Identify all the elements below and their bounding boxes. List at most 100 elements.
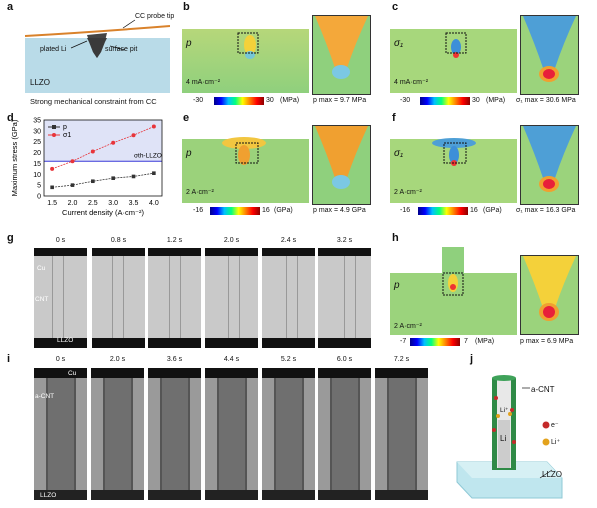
- panel-e-zoom: [312, 125, 371, 205]
- panel-c-zoom: [520, 15, 579, 95]
- y-axis-label: Maximum stress (GPa): [10, 119, 19, 196]
- sym-b: p: [186, 38, 192, 49]
- panel-label-b: b: [183, 1, 190, 13]
- plot-frame: [43, 119, 163, 197]
- panel-label-f: f: [392, 112, 396, 124]
- colorbar-e: [210, 207, 260, 215]
- eminus-label: e⁻: [551, 422, 559, 429]
- peak-b: p max = 9.7 MPa: [313, 97, 367, 104]
- probe-label: CC probe tip: [135, 13, 175, 20]
- unit-b: (MPa): [280, 97, 300, 104]
- cond-f: 2 A·cm⁻²: [394, 189, 422, 196]
- panel-h-zoom: [520, 255, 579, 335]
- sym-f: σ₁: [394, 148, 404, 159]
- time-label-i: 7.2 s: [393, 356, 410, 363]
- panel-label-c: c: [392, 1, 399, 13]
- llzo-label-a: LLZO: [30, 78, 51, 87]
- tem-frame-i: [262, 368, 315, 500]
- tem-frame-i: [34, 368, 87, 500]
- x-tick-label: 2.0: [68, 200, 78, 207]
- llzo-label-g: LLZO: [57, 337, 74, 344]
- cnt-label-g: CNT: [35, 296, 49, 303]
- time-label-i: 0 s: [55, 356, 66, 363]
- cmin-f: -16: [400, 207, 411, 214]
- data-point-sigma1: [151, 124, 156, 129]
- liplus-label: Li⁺: [551, 439, 561, 446]
- peak-c: σ₁ max = 30.6 MPa: [516, 97, 576, 104]
- panel-a-caption: Strong mechanical constraint from CC: [30, 97, 157, 106]
- time-label-g: 2.0 s: [223, 237, 240, 244]
- cond-c: 4 mA·cm⁻²: [394, 79, 429, 86]
- x-tick-label: 2.5: [88, 200, 98, 207]
- y-tick-label: 35: [33, 118, 41, 125]
- panel-c-simulation: [390, 15, 517, 93]
- time-label-i: 3.6 s: [166, 356, 183, 363]
- cu-label-g: Cu: [37, 265, 46, 272]
- data-point-sigma1: [70, 159, 75, 164]
- peak-e: p max = 4.9 GPa: [313, 207, 366, 214]
- panel-b-simulation: [182, 15, 309, 93]
- data-point-sigma1: [90, 149, 95, 154]
- cmin-c: -30: [400, 97, 411, 104]
- y-tick-label: 30: [33, 128, 41, 135]
- legend-marker-sigma1: [52, 133, 56, 137]
- colorbar-f: [418, 207, 468, 215]
- unit-e: (GPa): [274, 207, 293, 214]
- tem-frame-g: [34, 248, 87, 348]
- panel-f-zoom: [520, 125, 579, 205]
- panel-label-h: h: [392, 232, 399, 244]
- unit-f: (GPa): [483, 207, 502, 214]
- cmin-h: -7: [400, 338, 407, 345]
- x-tick-label: 3.0: [108, 200, 118, 207]
- y-tick-label: 0: [37, 194, 41, 201]
- tem-frame-i: [318, 368, 371, 500]
- cmax-b: 30: [266, 97, 274, 104]
- tem-frame-g: [262, 248, 315, 348]
- legend-marker-p: [52, 125, 56, 129]
- cmax-h: 7: [464, 338, 468, 345]
- data-point-sigma1: [50, 166, 55, 171]
- tem-frame-g: [318, 248, 371, 348]
- panel-h-simulation: [390, 247, 517, 335]
- panel-label-g: g: [7, 232, 14, 244]
- cmax-f: 16: [470, 207, 478, 214]
- sym-e: p: [186, 148, 192, 159]
- tem-frame-i: [148, 368, 201, 500]
- tem-frame-i: [375, 368, 428, 500]
- cond-h: 2 A·cm⁻²: [394, 323, 422, 330]
- peak-f: σ₁ max = 16.3 GPa: [516, 207, 576, 214]
- data-point-p: [131, 174, 136, 179]
- liplus-center-label: Li⁺: [500, 407, 509, 414]
- colorbar-h: [410, 338, 460, 346]
- time-label-g: 0.8 s: [110, 237, 127, 244]
- y-tick-label: 15: [33, 161, 41, 168]
- cmax-c: 30: [472, 97, 480, 104]
- panel-f-simulation: [390, 125, 517, 203]
- li-label-j: Li: [500, 434, 507, 443]
- panel-j-schematic: [452, 370, 597, 500]
- data-point-p: [91, 179, 95, 184]
- plated-li-label: plated Li: [40, 46, 67, 53]
- time-label-g: 3.2 s: [336, 237, 353, 244]
- time-label-g: 1.2 s: [166, 237, 183, 244]
- sym-c: σ₁: [394, 38, 404, 49]
- tem-frame-g: [148, 248, 201, 348]
- x-tick-label: 3.5: [129, 200, 139, 207]
- panel-label-a: a: [7, 1, 14, 13]
- colorbar-c: [420, 97, 470, 105]
- panel-label-j: j: [470, 353, 474, 365]
- tem-frame-i: [205, 368, 258, 500]
- legend-label-sigma1: σ1: [63, 132, 71, 139]
- data-point-p: [111, 176, 115, 180]
- tem-frame-i: [91, 368, 144, 500]
- time-label-i: 4.4 s: [223, 356, 240, 363]
- series-line: [51, 126, 155, 170]
- cmax-e: 16: [262, 207, 270, 214]
- legend-label-p: p: [63, 124, 67, 131]
- data-point-sigma1: [111, 140, 116, 145]
- x-tick-label: 1.5: [47, 200, 57, 207]
- panel-label-d: d: [7, 112, 14, 124]
- y-tick-label: 10: [33, 172, 41, 179]
